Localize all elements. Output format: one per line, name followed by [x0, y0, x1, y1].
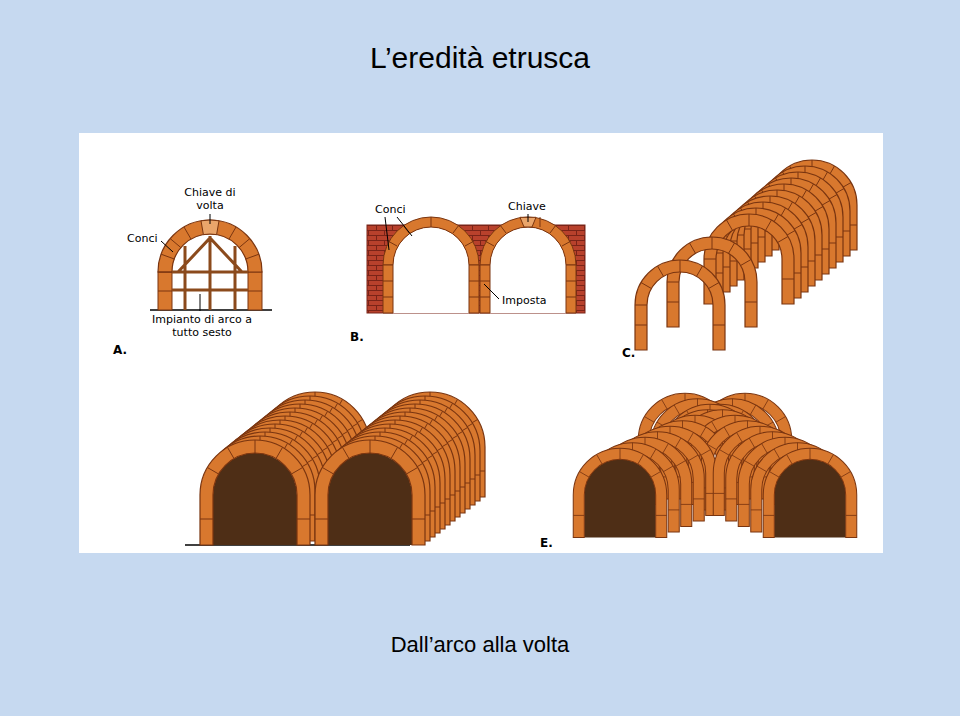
- leader-line: [161, 241, 173, 252]
- part-label: Imposta: [502, 294, 546, 307]
- arch-opening: [490, 227, 566, 313]
- figure-a: [150, 214, 272, 311]
- vault-interior: [328, 453, 412, 545]
- vault-interior: [774, 459, 845, 537]
- slide-title: L’eredità etrusca: [0, 40, 960, 76]
- leader-line: [484, 284, 499, 299]
- figure-letter: C.: [622, 347, 635, 360]
- impost-pier: [383, 265, 576, 313]
- leader-line: [385, 217, 389, 250]
- vault-ring: [573, 448, 667, 537]
- figure-b: [367, 214, 585, 313]
- part-label: Chiave di volta: [182, 186, 238, 212]
- vault-ring: [315, 440, 425, 545]
- figure-letter: B.: [350, 331, 364, 344]
- leader-line: [200, 294, 201, 311]
- part-label: Conci: [127, 232, 158, 245]
- vault-interior: [584, 459, 655, 537]
- vault-interior: [213, 453, 297, 545]
- vault-ring: [763, 448, 857, 537]
- slide-caption: Dall’arco alla volta: [0, 631, 960, 659]
- voussoir-joints: [158, 227, 259, 272]
- voussoir-joints: [383, 217, 576, 297]
- vault-ring: [200, 440, 310, 545]
- part-label: Conci: [375, 203, 406, 216]
- image-panel: [79, 133, 883, 553]
- leader-line: [210, 214, 211, 224]
- vault-ring: [635, 260, 725, 350]
- wooden-centering: [172, 236, 248, 310]
- figure-letter: A.: [113, 344, 127, 357]
- part-label: Chiave: [508, 200, 546, 213]
- part-label: Impianto di arco a tutto sesto: [152, 313, 252, 339]
- leader-line: [397, 217, 412, 236]
- arch-ring: [480, 217, 576, 265]
- leader-line: [528, 214, 529, 222]
- figure-letter: E.: [540, 537, 553, 550]
- vault-drawings: [200, 160, 857, 545]
- arch-opening: [393, 227, 469, 313]
